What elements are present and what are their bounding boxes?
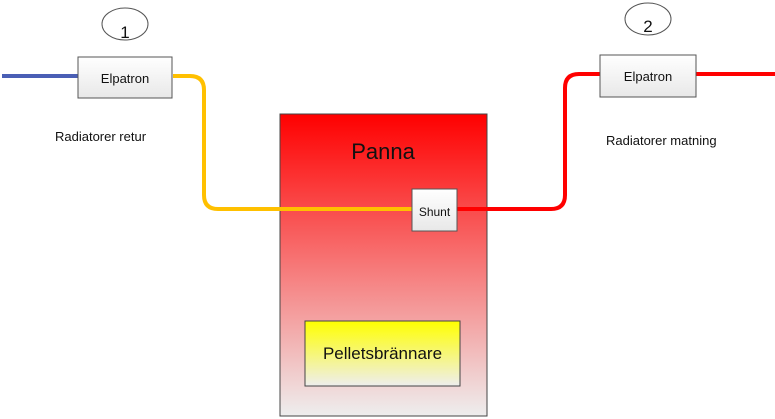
elpatron-1-label: Elpatron — [101, 71, 149, 86]
elpatron-2-box — [599, 54, 697, 98]
marker-2 — [624, 2, 672, 36]
marker-1 — [101, 7, 149, 41]
shunt-box — [411, 188, 458, 232]
burner-label: Pelletsbrännare — [323, 344, 442, 363]
burner-box — [304, 320, 461, 387]
return-caption: Radiatorer retur — [55, 129, 147, 144]
elpatron-1-box — [77, 56, 173, 99]
shunt-label: Shunt — [419, 205, 451, 219]
supply-caption: Radiatorer matning — [606, 133, 717, 148]
boiler-label: Panna — [351, 139, 415, 164]
mixed-pipe — [173, 74, 412, 211]
marker-2-label: 2 — [643, 17, 652, 36]
supply-pipe — [457, 72, 600, 211]
marker-1-label: 1 — [120, 23, 129, 42]
elpatron-2-label: Elpatron — [624, 69, 672, 84]
